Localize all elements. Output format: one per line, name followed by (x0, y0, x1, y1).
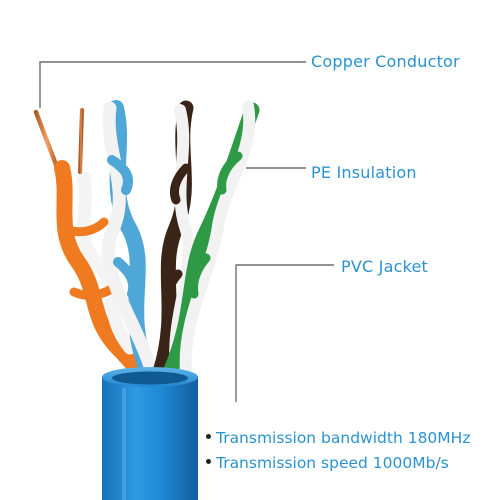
spec-bandwidth: Transmission bandwidth 180MHz (206, 429, 470, 447)
orange-stripe-copper (78, 108, 84, 174)
orange-stripe-wire (77, 171, 137, 355)
green-stripe-wire (179, 100, 256, 378)
copper-leader-line (39, 61, 306, 108)
blue-twist (107, 155, 139, 299)
bullet-icon (206, 434, 211, 439)
leader-lines (39, 61, 334, 402)
pvc-jacket (102, 367, 198, 500)
blue-stripe-wire (101, 101, 159, 379)
brown-pair (152, 100, 195, 380)
brown-stripe-wire (169, 104, 195, 378)
jacket-body (102, 376, 198, 500)
pvc-jacket-label: PVC Jacket (341, 257, 428, 276)
copper-conductor-label: Copper Conductor (311, 52, 460, 71)
blue-pair (101, 100, 159, 380)
orange-copper-core (33, 109, 61, 173)
pvc-leader-line (235, 264, 334, 402)
bullet-icon (206, 459, 211, 464)
jacket-inner (112, 371, 188, 385)
spec-bandwidth-text: Transmission bandwidth 180MHz (216, 429, 471, 447)
green-pair (162, 100, 260, 380)
spec-speed-text: Transmission speed 1000Mb/s (216, 454, 449, 472)
orange-pair (33, 108, 148, 380)
orange-wire (54, 160, 148, 380)
green-twist (189, 151, 243, 299)
brown-twist (162, 163, 191, 311)
pe-insulation-label: PE Insulation (311, 163, 417, 182)
spec-speed: Transmission speed 1000Mb/s (206, 454, 449, 472)
